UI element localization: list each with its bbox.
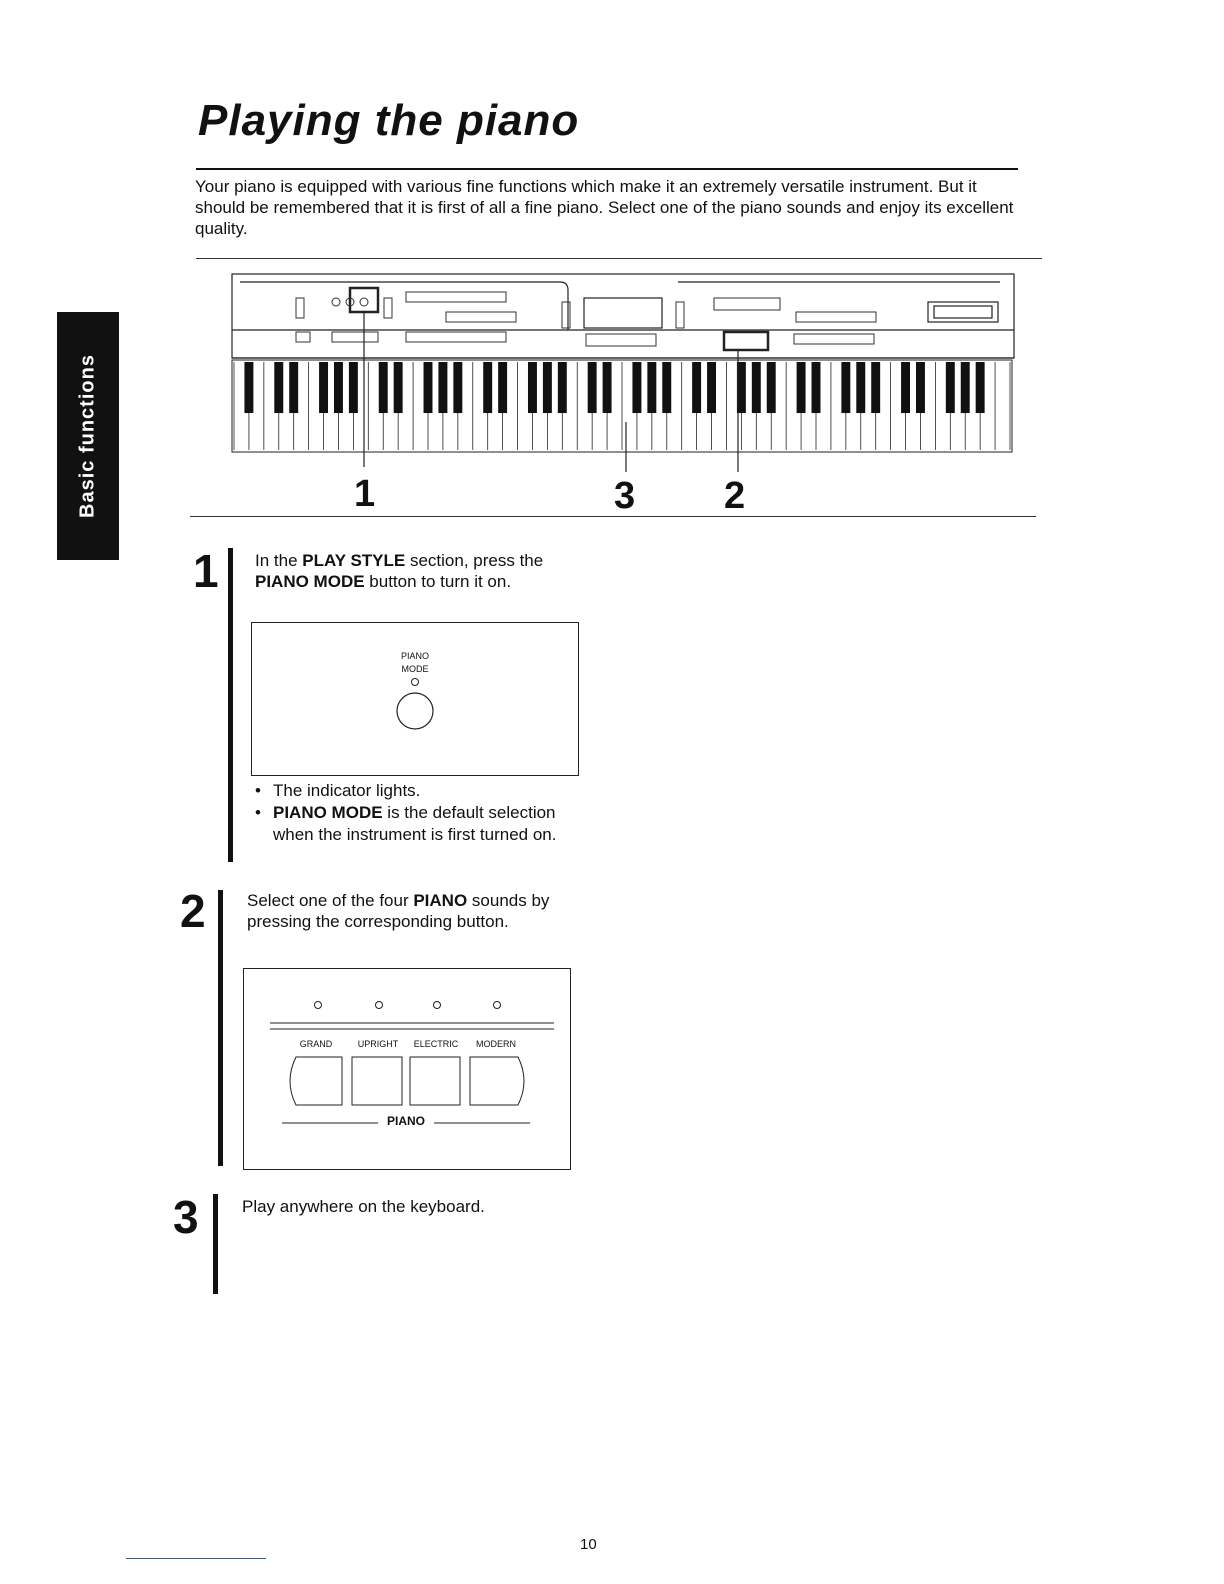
footer-rule: [126, 1558, 266, 1559]
section-side-tab: Basic functions: [57, 312, 119, 560]
step-1-instruction: In the PLAY STYLE section, press the PIA…: [255, 550, 585, 592]
step-number: 3: [173, 1191, 199, 1243]
black-key: [333, 362, 343, 414]
black-key: [348, 362, 358, 414]
black-key: [751, 362, 761, 414]
indicator-led-icon: [433, 1001, 441, 1009]
black-key: [557, 362, 567, 414]
black-keys: [244, 362, 985, 414]
step-keyword: PIANO: [413, 891, 468, 910]
black-key: [662, 362, 672, 414]
intro-paragraph: Your piano is equipped with various fine…: [195, 177, 1014, 238]
black-key: [244, 362, 254, 414]
grand-button: [289, 1056, 343, 1106]
keyboard-illustration: 1 3 2: [231, 273, 1015, 512]
electric-button: [409, 1056, 461, 1106]
black-key: [542, 362, 552, 414]
black-key: [647, 362, 657, 414]
black-key: [871, 362, 881, 414]
piano-button-row: [270, 1001, 554, 1124]
piano-sound-buttons-figure: GRAND UPRIGHT ELECTRIC MODERN PIANO: [243, 968, 571, 1170]
modern-button: [469, 1056, 525, 1106]
step-number: 1: [193, 545, 219, 597]
black-key: [289, 362, 299, 414]
upright-button: [351, 1056, 403, 1106]
black-key: [811, 362, 821, 414]
step-2-instruction: Select one of the four PIANO sounds by p…: [247, 890, 567, 932]
black-key: [945, 362, 955, 414]
callout-label-2: 2: [724, 475, 745, 512]
indicator-led-icon: [411, 678, 419, 686]
intro-rule: [196, 258, 1042, 259]
panel-knobs: [295, 291, 877, 347]
side-tab-label: Basic functions: [76, 354, 99, 518]
title-rule: [196, 168, 1018, 170]
black-key: [736, 362, 746, 414]
black-key: [393, 362, 403, 414]
black-key: [915, 362, 925, 414]
black-key: [498, 362, 508, 414]
black-key: [319, 362, 329, 414]
black-key: [527, 362, 537, 414]
step-number: 2: [180, 885, 206, 937]
page-title: Playing the piano: [198, 96, 580, 145]
list-item: The indicator lights.: [253, 780, 573, 802]
panel-label: MODE: [401, 664, 429, 674]
black-key: [438, 362, 448, 414]
step-keyword: PIANO MODE: [255, 572, 365, 591]
black-key: [587, 362, 597, 414]
black-key: [796, 362, 806, 414]
black-key: [856, 362, 866, 414]
indicator-led-icon: [314, 1001, 322, 1009]
black-key: [960, 362, 970, 414]
black-key: [707, 362, 717, 414]
button-label-modern: MODERN: [476, 1039, 516, 1049]
indicator-led-icon: [375, 1001, 383, 1009]
black-key: [692, 362, 702, 414]
button-label-electric: ELECTRIC: [413, 1039, 459, 1049]
control-panel: [231, 273, 1015, 359]
callout-lines: [363, 312, 739, 472]
step-keyword: PLAY STYLE: [302, 551, 406, 570]
black-key: [841, 362, 851, 414]
black-key: [453, 362, 463, 414]
step-text-fragment: button to turn it on.: [364, 572, 512, 591]
black-key: [483, 362, 493, 414]
indicator-led-icon: [493, 1001, 501, 1009]
black-key: [901, 362, 911, 414]
black-key: [766, 362, 776, 414]
black-key: [975, 362, 985, 414]
step-bar: [228, 548, 233, 862]
black-key: [423, 362, 433, 414]
piano-mode-button: [396, 678, 434, 730]
button-label-upright: UPRIGHT: [357, 1039, 399, 1049]
piano-mode-panel-figure: PIANO MODE: [251, 622, 579, 776]
group-label-piano: PIANO: [386, 1114, 425, 1128]
black-key: [378, 362, 388, 414]
black-key: [274, 362, 284, 414]
callout-label-3: 3: [614, 475, 635, 512]
step-bar: [218, 890, 223, 1166]
black-key: [602, 362, 612, 414]
step-text-fragment: In the: [255, 551, 303, 570]
button-label-grand: GRAND: [299, 1039, 333, 1049]
step-text-fragment: sounds by pressing the corresponding but…: [247, 891, 550, 931]
step-1-notes: The indicator lights. PIANO MODE is the …: [253, 780, 573, 846]
step-text-fragment: Select one of the four: [247, 891, 414, 910]
black-key: [632, 362, 642, 414]
step-text-fragment: section, press the: [405, 551, 544, 570]
figure-rule: [190, 516, 1036, 517]
page-number: 10: [580, 1536, 597, 1553]
list-item: PIANO MODE is the default selection when…: [253, 802, 573, 846]
callout-label-1: 1: [354, 473, 375, 512]
panel-label: PIANO: [400, 651, 429, 661]
step-bar: [213, 1194, 218, 1294]
step-3-instruction: Play anywhere on the keyboard.: [242, 1197, 485, 1216]
